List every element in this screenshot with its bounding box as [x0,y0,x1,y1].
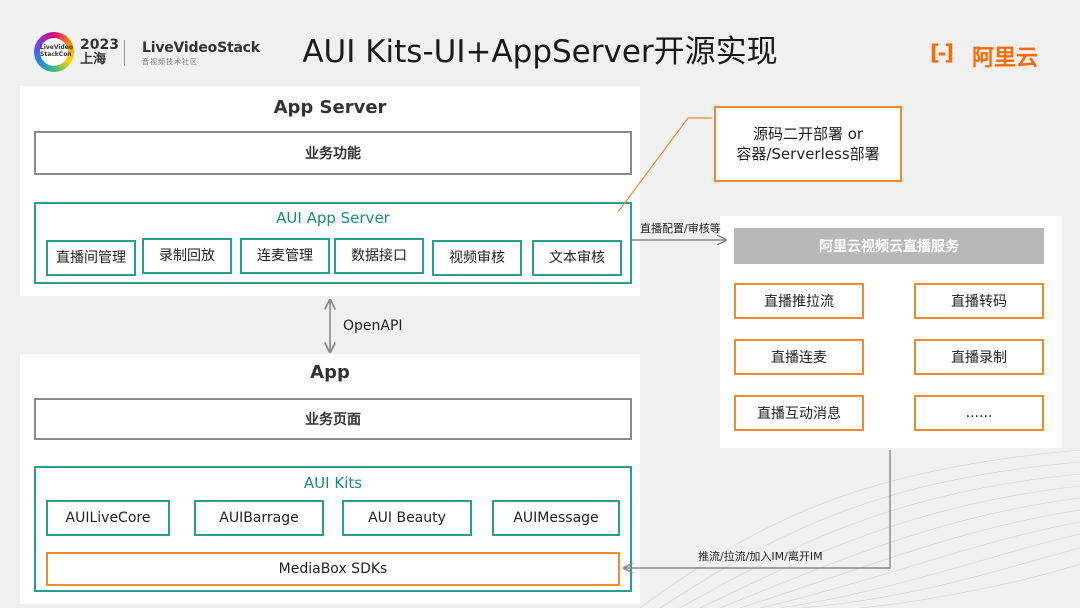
app-title: App [310,362,350,383]
kit-aui-message: AUIMessage [492,500,620,536]
livevideostack-logo: LiveVideoStack [142,40,260,56]
event-logo-badge-text: LiveVideo StackCon [40,38,73,66]
module-live-room-management: 直播间管理 [46,240,136,276]
module-recording-playback: 录制回放 [142,238,232,274]
app-server-panel: App Server 业务功能 AUI App Server 直播间管理 录制回… [20,86,640,296]
push-pull-arrow [624,450,891,568]
aui-app-server-title: AUI App Server [276,209,390,227]
business-page-box: 业务页面 [34,398,632,440]
kit-aui-barrage: AUIBarrage [194,500,324,536]
module-co-streaming-management: 连麦管理 [240,238,330,274]
aui-kits-title: AUI Kits [303,474,363,492]
livevideostack-subtitle: 音视频技术社区 [142,58,198,66]
service-live-recording: 直播录制 [914,339,1044,375]
app-server-title: App Server [273,97,387,118]
service-live-push-pull: 直播推拉流 [734,283,864,319]
app-panel: App 业务页面 AUI Kits AUILiveCore AUIBarrage… [20,354,640,604]
aliyun-logo-name: 阿里云 [972,46,1039,71]
mediabox-sdks-box: MediaBox SDKs [46,552,620,586]
event-logo-year: 2023 [80,37,119,53]
aui-app-server-box: AUI App Server 直播间管理 录制回放 连麦管理 数据接口 视频审核… [34,202,632,284]
kit-aui-beauty: AUI Beauty [342,500,472,536]
cloud-service-panel: 阿里云视频云直播服务 直播推拉流 直播转码 直播连麦 直播录制 直播互动消息 .… [720,216,1062,448]
module-text-review: 文本审核 [532,240,622,276]
event-logo-city: 上海 [80,52,107,67]
kit-aui-live-core: AUILiveCore [46,500,170,536]
deploy-note-box: 源码二开部署 or 容器/Serverless部署 [714,106,902,182]
aliyun-logo-icon: [-] [930,41,954,65]
push-pull-label: 推流/拉流/加入IM/离开IM [698,550,823,563]
aui-kits-box: AUI Kits AUILiveCore AUIBarrage AUI Beau… [34,466,632,592]
deploy-note-pointer [617,117,689,213]
service-more: ...... [914,395,1044,431]
logo-divider [124,40,125,66]
service-live-interactive-message: 直播互动消息 [734,395,864,431]
service-live-co-streaming: 直播连麦 [734,339,864,375]
business-function-box: 业务功能 [34,131,632,175]
cloud-service-title: 阿里云视频云直播服务 [734,228,1044,264]
module-data-interface: 数据接口 [334,238,424,274]
page-title: AUI Kits-UI+AppServer开源实现 [302,34,778,70]
service-live-transcode: 直播转码 [914,283,1044,319]
config-label: 直播配置/审核等 [640,222,721,235]
openapi-label: OpenAPI [343,318,403,334]
module-video-review: 视频审核 [432,240,522,276]
